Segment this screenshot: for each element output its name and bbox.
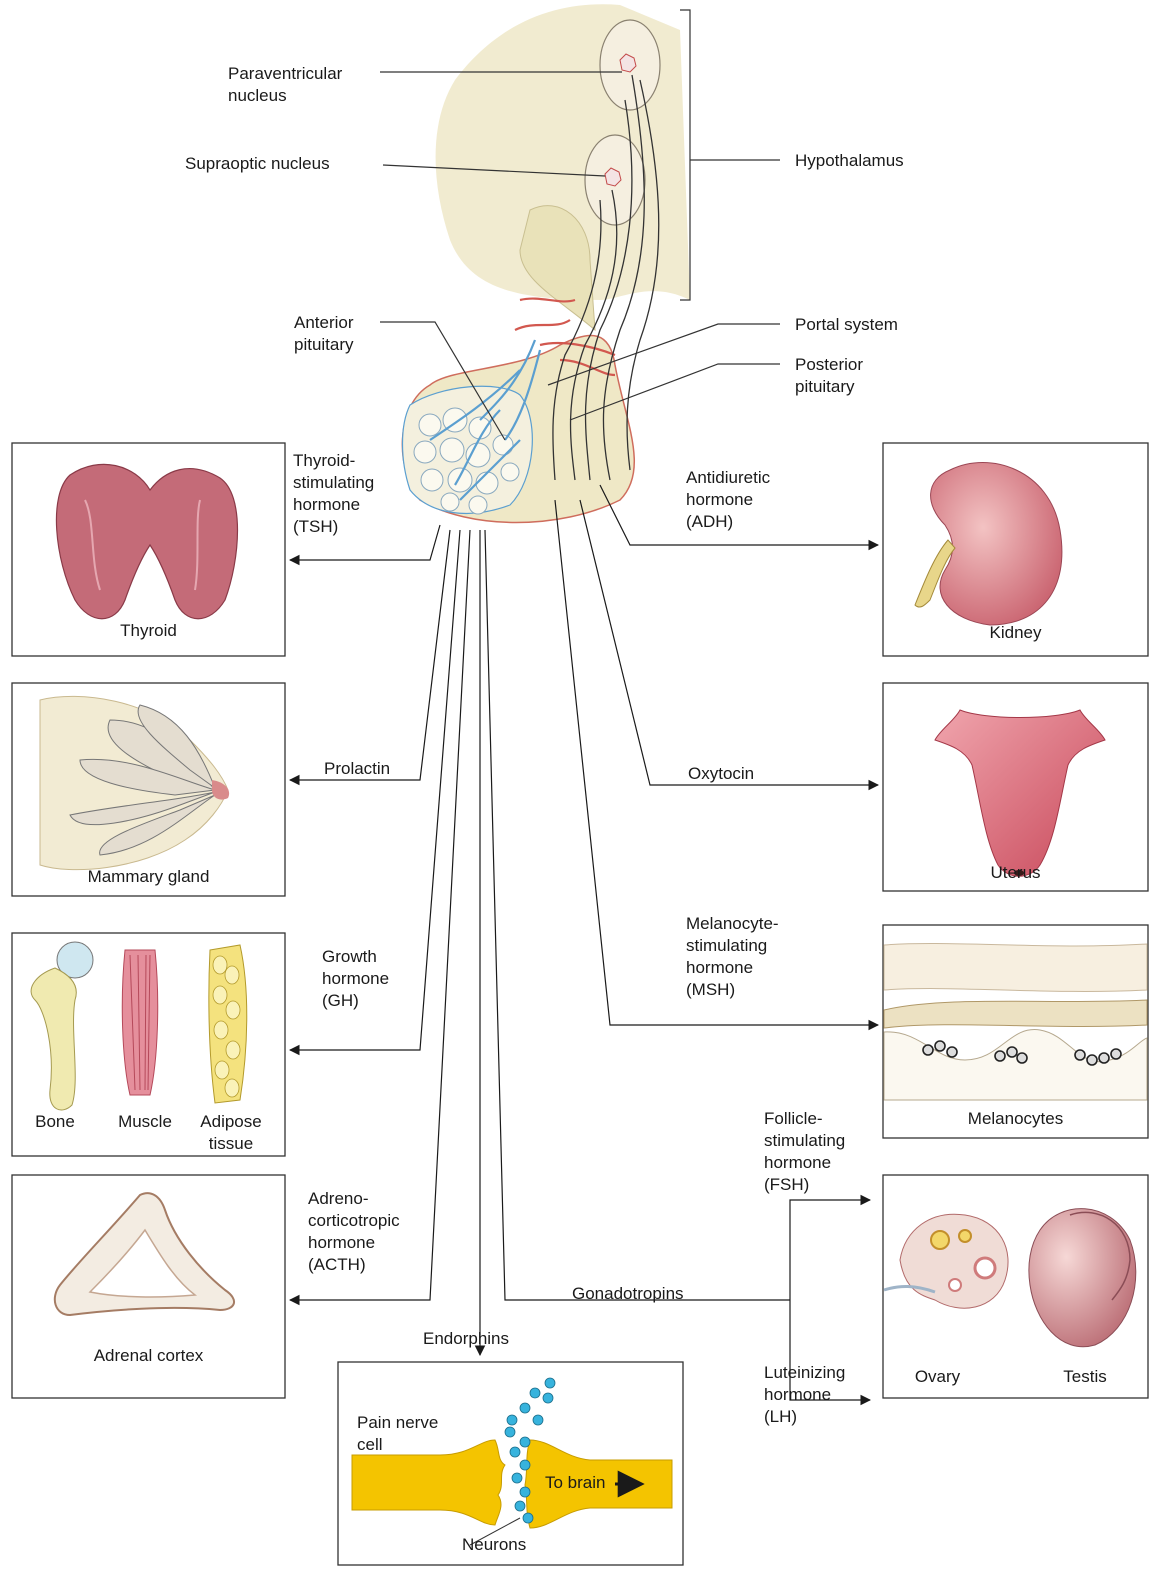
muscle-label: Muscle [105,1111,185,1133]
muscle-illustration [122,950,157,1095]
thyroid-label: Thyroid [12,620,285,642]
supraoptic-nucleus-label: Supraoptic nucleus [185,153,330,175]
neurons-label: Neurons [462,1534,526,1556]
ovary-label: Ovary [890,1366,985,1388]
acth-label: Adreno- corticotropic hormone (ACTH) [308,1188,400,1276]
fsh-path [790,1200,870,1300]
testis-label: Testis [1035,1366,1135,1388]
tsh-label: Thyroid- stimulating hormone (TSH) [293,450,374,538]
posterior-pituitary-label: Posterior pituitary [795,354,863,398]
fsh-label: Follicle- stimulating hormone (FSH) [764,1108,845,1196]
hypothalamus-bracket [680,10,780,300]
bone-label: Bone [20,1111,90,1133]
prolactin-path [290,530,450,780]
kidney-label: Kidney [883,622,1148,644]
paraventricular-nucleus-label: Paraventricular nucleus [228,63,342,107]
adh-label: Antidiuretic hormone (ADH) [686,467,770,533]
pain-nerve-cell-label: Pain nerve cell [357,1412,438,1456]
uterus-label: Uterus [883,862,1148,884]
hypothalamus-illustration [402,4,690,522]
adrenal-cortex-label: Adrenal cortex [12,1345,285,1367]
melanocytes-label: Melanocytes [883,1108,1148,1130]
oxytocin-label: Oxytocin [688,763,754,785]
gh-label: Growth hormone (GH) [322,946,389,1012]
anterior-pituitary-label: Anterior pituitary [294,312,354,356]
endorphins-label: Endorphins [423,1328,509,1350]
mammary-gland-label: Mammary gland [12,866,285,888]
adipose-tissue-label: Adipose tissue [186,1111,276,1155]
oxytocin-path [580,500,878,785]
msh-label: Melanocyte- stimulating hormone (MSH) [686,913,779,1001]
melanocytes-illustration [884,944,1147,1100]
lh-label: Luteinizing hormone (LH) [764,1362,845,1428]
hypothalamus-label: Hypothalamus [795,150,904,172]
portal-system-label: Portal system [795,314,898,336]
to-brain-label: To brain [545,1472,605,1494]
acth-path [290,530,470,1300]
prolactin-label: Prolactin [324,758,390,780]
adipose-illustration [209,945,247,1103]
gonadotropins-label: Gonadotropins [572,1283,684,1305]
